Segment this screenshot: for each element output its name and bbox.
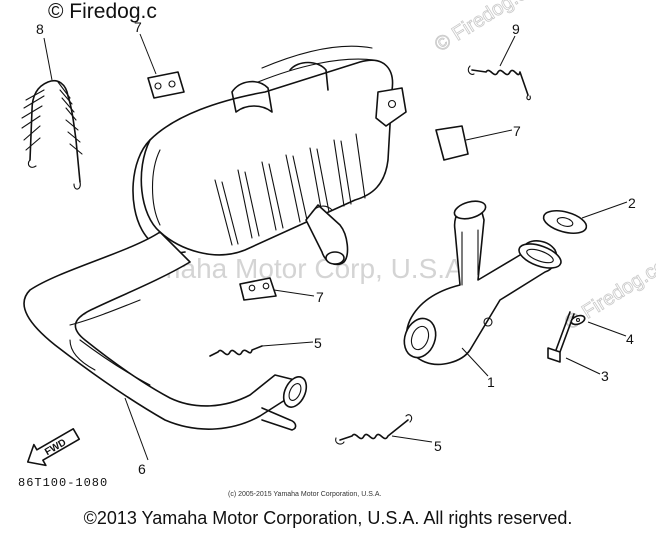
callout-4: 4	[626, 331, 634, 347]
fwd-label: FWD	[43, 437, 68, 458]
callout-7-top: 7	[134, 19, 142, 35]
copyright-footer: ©2013 Yamaha Motor Corporation, U.S.A. A…	[83, 508, 573, 528]
gasket	[542, 209, 588, 235]
bolt-washer	[547, 311, 586, 363]
callout-7-right: 7	[513, 123, 521, 139]
small-copyright: (c) 2005-2015 Yamaha Motor Corporation, …	[228, 491, 381, 498]
callout-2: 2	[628, 195, 636, 211]
firedog-watermark-top: © Firedog.c	[48, 0, 157, 23]
firedog-watermark-right: © Firedog.com	[431, 0, 554, 56]
spring-9	[467, 65, 531, 101]
damper-pads	[147, 71, 469, 301]
callout-6: 6	[138, 461, 146, 477]
callout-5-lower: 5	[434, 438, 442, 454]
callout-9: 9	[512, 21, 520, 37]
coil-spring-8	[21, 80, 83, 190]
callout-5-upper: 5	[314, 335, 322, 351]
diagram-part-number: 86T100-1080	[18, 476, 108, 490]
callout-3: 3	[601, 368, 609, 384]
callout-1: 1	[487, 374, 495, 390]
leader-lines	[43, 33, 628, 461]
callout-labels: 8 7 9 7 2 4 3 1 5 5 7 6	[36, 19, 636, 477]
callout-8: 8	[36, 21, 44, 37]
muffler-assembly	[132, 45, 407, 266]
callout-7-middle: 7	[316, 289, 324, 305]
springs	[209, 345, 413, 445]
front-pipe	[23, 231, 308, 431]
exhaust-manifold-pipe	[403, 200, 562, 366]
fwd-arrow: FWD	[26, 428, 81, 467]
